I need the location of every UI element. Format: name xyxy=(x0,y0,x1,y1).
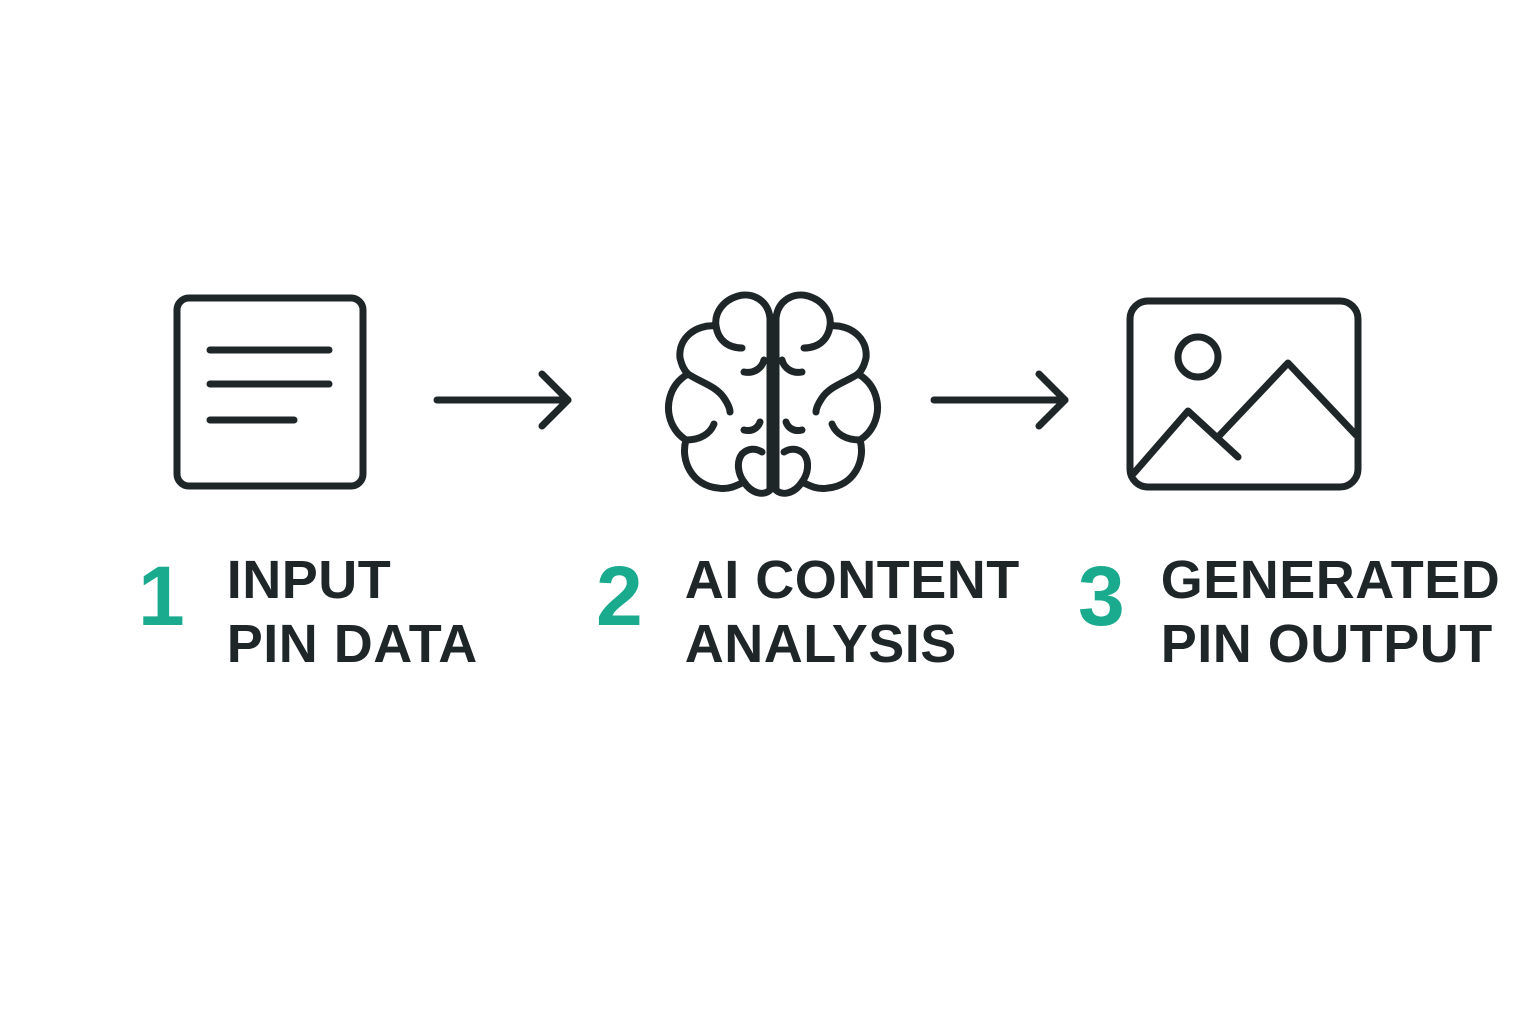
step-number: 3 xyxy=(1078,549,1125,643)
step-label-line: PIN OUTPUT xyxy=(1160,614,1493,674)
step-3: 3 GENERATED PIN OUTPUT xyxy=(1078,548,1500,676)
step-label-line: GENERATED xyxy=(1160,550,1501,610)
step-1: 1 INPUT PIN DATA xyxy=(138,548,478,676)
step-number: 2 xyxy=(596,549,643,643)
step-label-line: ANALYSIS xyxy=(684,614,957,674)
step-2: 2 AI CONTENT ANALYSIS xyxy=(596,548,1020,676)
step-label-line: INPUT xyxy=(226,550,392,610)
step-label: GENERATED PIN OUTPUT xyxy=(1161,548,1501,676)
step-number: 1 xyxy=(138,549,185,643)
image-icon xyxy=(1124,295,1364,491)
arrow-right-icon xyxy=(432,370,576,430)
step-label-line: AI CONTENT xyxy=(684,550,1020,610)
step-label: AI CONTENT ANALYSIS xyxy=(685,548,1020,676)
document-lines-icon xyxy=(172,292,368,492)
step-label-line: PIN DATA xyxy=(226,614,478,674)
arrow-right-icon xyxy=(929,370,1073,430)
step-label: INPUT PIN DATA xyxy=(227,548,478,676)
brain-icon xyxy=(660,290,882,500)
